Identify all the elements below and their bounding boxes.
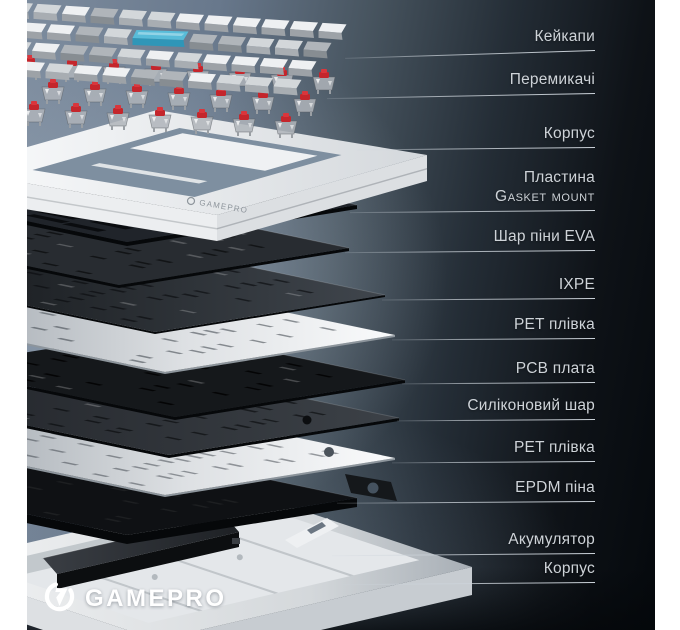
layer-label-epdm-foam: EPDM піна	[515, 479, 595, 496]
layer-label-ixpe: IXPE	[558, 276, 595, 293]
keyboard-render: GAMEPRO	[27, 3, 472, 630]
brand-logo: GAMEPRO	[43, 580, 227, 618]
layer-label-silicone-layer: Силіконовий шар	[467, 397, 595, 414]
layer-label-switches: Перемикачі	[509, 71, 595, 88]
brand-name: GAMEPRO	[85, 585, 227, 612]
top-case: GAMEPRO	[27, 110, 427, 241]
keycaps	[27, 3, 347, 96]
layer-label-battery: Акумулятор	[508, 531, 595, 548]
layer-label-pcb: PCB плата	[515, 360, 595, 377]
layer-label-pet-film-1: PET плівка	[513, 316, 595, 333]
layer-label-keycaps: Кейкапи	[534, 28, 595, 45]
layer-label-eva-foam: Шар піни EVA	[493, 228, 595, 245]
keyboard-exploded-diagram: GAMEPRO Кейкапи Перемикачі Корпус Пласти…	[27, 0, 655, 630]
layer-label-bottom-case: Корпус	[543, 560, 595, 577]
layer-label-top-case: Корпус	[543, 125, 595, 142]
layer-label-pet-film-2: PET плівка	[513, 439, 595, 456]
gamepro-ring-bolt-icon	[43, 580, 76, 618]
